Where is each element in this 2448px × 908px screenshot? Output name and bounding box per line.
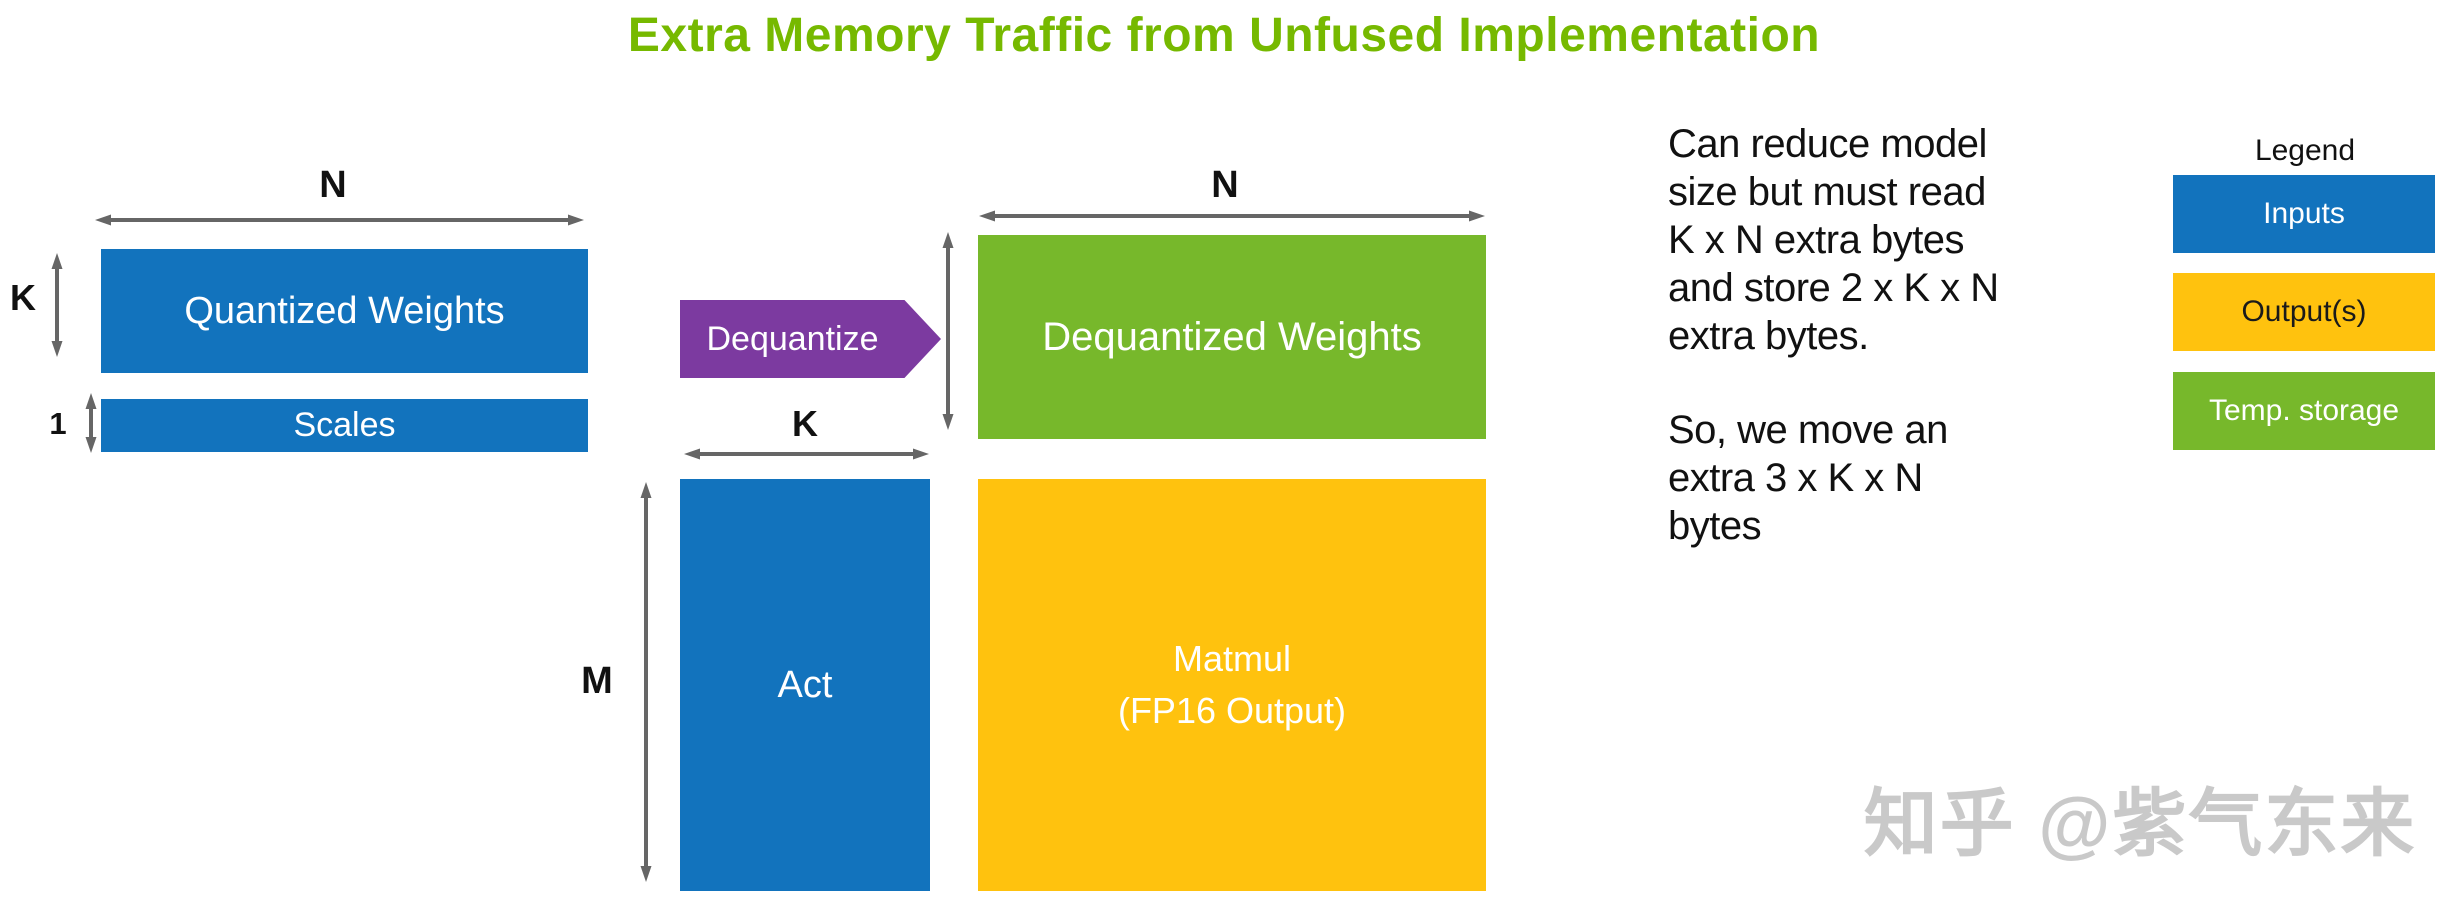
k-height-arrow-dequantized [942, 232, 954, 430]
legend-inputs-label: Inputs [2263, 197, 2345, 230]
matmul-label: Matmul (FP16 Output) [1117, 637, 1347, 731]
dimension-label-one-scales: 1 [49, 406, 67, 441]
matmul-box: Matmul (FP16 Output) [978, 479, 1486, 891]
n-dimension-arrow-weights [95, 214, 584, 226]
scales-box: Scales [101, 399, 588, 452]
notes-paragraph-1: Can reduce model size but must read K x … [1668, 122, 1999, 358]
dequantized-weights-label: Dequantized Weights [1042, 314, 1422, 359]
dequantize-arrow-shape: Dequantize [680, 300, 941, 378]
dimension-label-n-dequantized: N [1211, 164, 1239, 206]
m-dimension-arrow-act [640, 482, 652, 882]
quantized-weights-label: Quantized Weights [184, 289, 505, 332]
act-box: Act [680, 479, 930, 891]
k-dimension-arrow-act [684, 448, 929, 460]
legend-item-temp-storage: Temp. storage [2173, 372, 2435, 450]
dimension-label-k-weights: K [10, 277, 36, 318]
quantized-weights-box: Quantized Weights [101, 249, 588, 373]
legend-title: Legend [2254, 134, 2356, 167]
dequantize-label: Dequantize [706, 319, 879, 358]
act-label: Act [777, 663, 833, 706]
legend-item-inputs: Inputs [2173, 175, 2435, 253]
legend-outputs-label: Output(s) [2241, 295, 2367, 328]
dequantized-weights-box: Dequantized Weights [978, 235, 1486, 439]
dimension-label-m-act: M [581, 660, 613, 702]
legend-temp-storage-label: Temp. storage [2208, 394, 2400, 427]
n-dimension-arrow-dequantized [979, 210, 1485, 222]
one-dimension-arrow-scales [85, 393, 97, 453]
k-dimension-arrow-weights [51, 253, 63, 357]
legend-item-outputs: Output(s) [2173, 273, 2435, 351]
watermark-text: 知乎 @紫气东来 [1863, 782, 2417, 865]
scales-label: Scales [293, 406, 396, 444]
dimension-label-k-act: K [792, 403, 818, 444]
notes-block: Can reduce model size but must read K x … [1668, 120, 2068, 596]
notes-paragraph-2: So, we move an extra 3 x K x N bytes [1668, 408, 1948, 548]
page-title: Extra Memory Traffic from Unfused Implem… [627, 9, 1821, 62]
dimension-label-n-weights: N [319, 164, 347, 206]
